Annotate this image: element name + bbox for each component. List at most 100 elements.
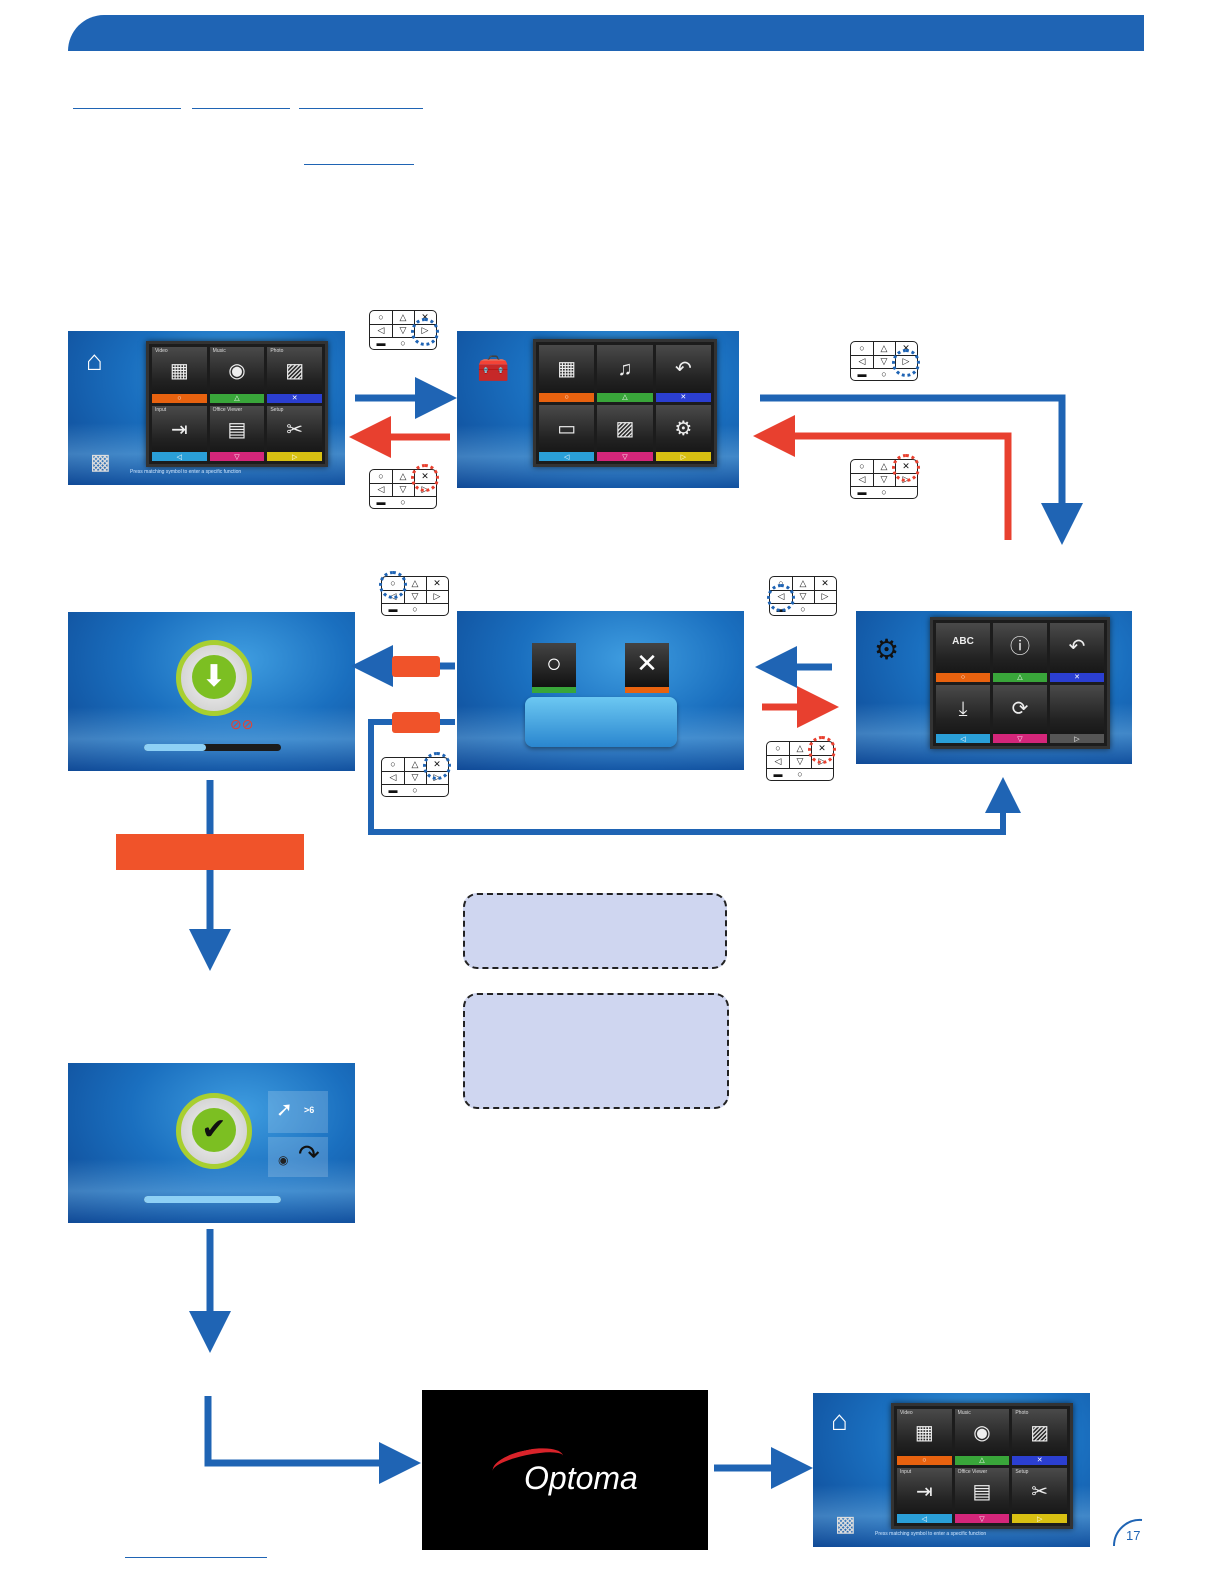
- music-settings-icon: ♫: [617, 358, 633, 380]
- tile-info[interactable]: ⓘ△: [993, 623, 1047, 682]
- label-plate-no: [392, 712, 440, 733]
- remote-keypad-diagram: ○△✕◁▽▷▬○: [369, 464, 439, 509]
- film-settings-icon: ▦: [557, 358, 577, 380]
- tile-photo[interactable]: Photo▨✕: [1012, 1409, 1067, 1465]
- confirm-ok-button[interactable]: ○: [532, 643, 576, 693]
- remote-key: ○: [881, 369, 887, 379]
- picture-icon: ▨: [1030, 1422, 1050, 1444]
- toolbox-icon: ✂: [1031, 1480, 1049, 1503]
- remote-key: ○: [859, 461, 865, 471]
- remote-key: ▬: [773, 769, 783, 779]
- tile-setup-1[interactable]: ▦○: [539, 345, 595, 402]
- highlight-ring: [379, 571, 407, 599]
- tile-office-viewer[interactable]: Office Viewer▤▽: [954, 1467, 1010, 1523]
- remote-key: △: [796, 743, 804, 753]
- boot-logo-screen: Optoma: [422, 1390, 708, 1550]
- label-plate-updating: [116, 834, 304, 870]
- disc-icon: ◉: [228, 360, 246, 382]
- remote-key: ○: [400, 497, 406, 507]
- tile-video[interactable]: Video▦○: [897, 1409, 952, 1465]
- remote-key: ○: [400, 338, 406, 348]
- update-progress-bar: [144, 744, 281, 751]
- remote-key: ○: [881, 487, 887, 497]
- tile-setup[interactable]: Setup✂▷: [267, 405, 322, 461]
- gear-icon: ⚙: [874, 634, 900, 665]
- remote-key: △: [399, 471, 407, 481]
- remote-key: ✕: [421, 312, 429, 322]
- highlight-ring: [892, 349, 920, 377]
- remote-key: ▷: [821, 591, 829, 601]
- heading-underline-1: [73, 108, 181, 109]
- unplug-icon: ➚: [276, 1099, 293, 1121]
- tile-music[interactable]: Music◉△: [209, 347, 265, 403]
- highlight-ring: [892, 454, 920, 482]
- remote-key: ◁: [858, 474, 866, 484]
- remote-key: ▽: [799, 591, 807, 601]
- remote-key: ▽: [399, 325, 407, 335]
- remote-key: ○: [797, 769, 803, 779]
- tile-setup-5[interactable]: ▨▽: [597, 404, 653, 461]
- document-icon: ▤: [227, 418, 247, 441]
- tile-setup[interactable]: Setup✂▷: [1012, 1467, 1067, 1523]
- tile-reset[interactable]: ⟳▽: [993, 684, 1047, 743]
- setup-menu-panel: ▦○ ♫△ ↶✕ ▭◁ ▨▽ ⚙▷: [533, 339, 717, 467]
- restart-hint: ◉ ↷: [268, 1137, 328, 1177]
- tile-office-viewer[interactable]: Office Viewer▤▽: [209, 405, 265, 461]
- setup-menu-screen: 🧰 ▦○ ♫△ ↶✕ ▭◁ ▨▽ ⚙▷: [457, 331, 739, 488]
- updating-screen: ⬇ ⊘⊘: [68, 612, 355, 771]
- photo-settings-icon: ▨: [615, 417, 635, 440]
- film-icon: ▦: [914, 1422, 934, 1444]
- remote-key: ▷: [433, 591, 441, 601]
- confirm-cancel-button[interactable]: ✕: [625, 643, 669, 693]
- remote-keypad-diagram: ○△✕◁▽▷▬○: [850, 341, 920, 381]
- tile-setup-2[interactable]: ♫△: [597, 345, 653, 402]
- document-icon: ▤: [972, 1480, 992, 1503]
- tile-setup-3[interactable]: ↶✕: [655, 345, 711, 402]
- tile-photo[interactable]: Photo▨✕: [267, 347, 322, 403]
- toolbox-icon: ✂: [286, 418, 304, 441]
- download-icon: ⤓: [958, 697, 968, 720]
- tile-setup-4[interactable]: ▭◁: [539, 404, 595, 461]
- remote-keypad-diagram: ○△✕◁▽▷▬○: [379, 571, 449, 616]
- home-icon: ⌂: [831, 1405, 848, 1436]
- remote-key: ○: [775, 743, 781, 753]
- remote-key: ○: [412, 604, 418, 614]
- checkmark-icon: ✔: [192, 1108, 236, 1152]
- remote-key: ▽: [399, 484, 407, 494]
- return-icon: ↶: [1068, 636, 1086, 658]
- highlight-ring: [411, 318, 439, 346]
- remote-hint-icon: ▩: [835, 1511, 856, 1536]
- update-done-progress-bar: [144, 1196, 281, 1203]
- tile-language[interactable]: ABC○: [936, 623, 990, 682]
- system-setup-panel: ABC○ ⓘ△ ↶✕ ⤓◁ ⟳▽ ▷: [930, 617, 1110, 749]
- arrow-cancel-to-system: [368, 719, 1021, 835]
- remote-key: ▬: [388, 785, 398, 795]
- page-number: 17: [1112, 1518, 1144, 1548]
- tile-input[interactable]: Input⇥◁: [897, 1467, 952, 1523]
- confirm-message-box: [525, 697, 677, 747]
- return-icon: ↶: [674, 358, 692, 380]
- language-icon: ABC: [952, 636, 974, 647]
- remote-key: ○: [378, 471, 384, 481]
- tile-return[interactable]: ↶✕: [1050, 623, 1104, 682]
- remote-key: △: [799, 578, 807, 588]
- main-menu-screen: ⌂ Video▦○ Music◉△ Photo▨✕ Input⇥◁ Office…: [68, 331, 345, 485]
- remote-key: ▽: [411, 591, 419, 601]
- toolbox-icon: 🧰: [477, 353, 510, 383]
- remote-key: △: [399, 312, 407, 322]
- tile-setup-6[interactable]: ⚙▷: [655, 404, 711, 461]
- power-button-icon: ◉: [278, 1153, 289, 1167]
- tile-empty: ▷: [1050, 684, 1104, 743]
- home-icon: ⌂: [86, 345, 103, 376]
- main-menu-screen-after-reboot: ⌂ Video▦○ Music◉△ Photo▨✕ Input⇥◁ Office…: [813, 1393, 1090, 1547]
- tile-input[interactable]: Input⇥◁: [152, 405, 207, 461]
- remote-key: ▽: [880, 474, 888, 484]
- arrow-system-to-setup: [753, 415, 1012, 540]
- tile-video[interactable]: Video▦○: [152, 347, 207, 403]
- tile-firmware-update[interactable]: ⤓◁: [936, 684, 990, 743]
- note-box-2: [463, 993, 729, 1109]
- disc-icon: ◉: [973, 1422, 991, 1444]
- tile-music[interactable]: Music◉△: [954, 1409, 1010, 1465]
- remote-key: △: [880, 461, 888, 471]
- remote-key: ▽: [411, 772, 419, 782]
